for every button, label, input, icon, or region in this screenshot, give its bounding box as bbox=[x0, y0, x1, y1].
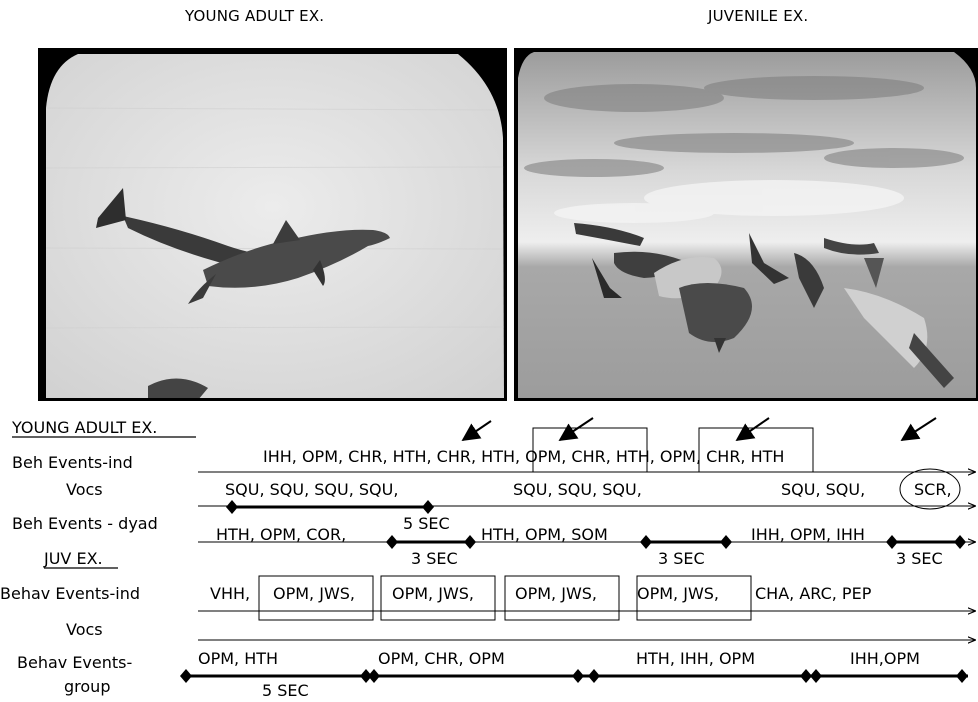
diamond-marker-icon bbox=[720, 535, 732, 549]
juv-ind-segment: OPM, JWS, bbox=[637, 584, 719, 603]
diamond-marker-icon bbox=[386, 535, 398, 549]
diamond-marker-icon bbox=[422, 500, 434, 514]
diamond-marker-icon bbox=[640, 535, 652, 549]
dolphin-group-photo bbox=[514, 48, 978, 401]
diamond-marker-icon bbox=[886, 535, 898, 549]
arrow-icon bbox=[737, 418, 769, 440]
row-label-juv-vocs: Vocs bbox=[66, 620, 103, 639]
juv-ind-segment: OPM, JWS, bbox=[273, 584, 355, 603]
dolphin-pair-photo bbox=[38, 48, 507, 401]
juvenile-title: JUVENILE EX. bbox=[708, 7, 808, 25]
diamond-marker-icon bbox=[572, 669, 584, 683]
group-segment: IHH,OPM bbox=[850, 649, 920, 668]
group-segment: HTH, IHH, OPM bbox=[636, 649, 755, 668]
diamond-marker-icon bbox=[368, 669, 380, 683]
diamond-marker-icon bbox=[180, 669, 192, 683]
group-segment: OPM, CHR, OPM bbox=[378, 649, 505, 668]
vocs-segment: SQU, SQU, SQU, bbox=[513, 480, 642, 499]
row-label-behav-ind: Behav Events-ind bbox=[0, 584, 140, 603]
vocs-segment: SQU, SQU, bbox=[781, 480, 865, 499]
diamond-marker-icon bbox=[956, 669, 968, 683]
beh-ind-events: IHH, OPM, CHR, HTH, CHR, HTH, OPM, CHR, … bbox=[263, 447, 784, 466]
diamond-marker-icon bbox=[810, 669, 822, 683]
arrow-icon bbox=[463, 421, 491, 440]
duration-label: 3 SEC bbox=[411, 549, 458, 568]
vocs-segment: SQU, SQU, SQU, SQU, bbox=[225, 480, 398, 499]
diamond-marker-icon bbox=[464, 535, 476, 549]
row-label-beh-ind: Beh Events-ind bbox=[12, 453, 133, 472]
dyad-segment: HTH, OPM, COR, bbox=[216, 525, 346, 544]
row-label-behav-group: Behav Events- bbox=[17, 653, 132, 672]
arrow-icon bbox=[560, 418, 593, 440]
juvenile-heading: JUV EX. bbox=[43, 549, 103, 568]
dyad-segment: IHH, OPM, IHH bbox=[751, 525, 865, 544]
arrow-icon bbox=[902, 418, 936, 440]
young-adult-heading: YOUNG ADULT EX. bbox=[11, 418, 157, 437]
juv-ind-segment: CHA, ARC, PEP bbox=[755, 584, 872, 603]
row-label-behav-group-cont: group bbox=[64, 677, 110, 696]
duration-label: 5 SEC bbox=[403, 514, 450, 533]
diamond-marker-icon bbox=[954, 535, 966, 549]
row-label-beh-dyad: Beh Events - dyad bbox=[12, 514, 158, 533]
group-segment: OPM, HTH bbox=[198, 649, 278, 668]
juv-ind-segment: VHH, bbox=[210, 584, 250, 603]
duration-label: 5 SEC bbox=[262, 681, 309, 700]
ethogram-timeline: YOUNG ADULT EX. Beh Events-ind Vocs Beh … bbox=[0, 400, 978, 702]
vocs-segment: SCR, bbox=[914, 480, 952, 499]
duration-label: 3 SEC bbox=[896, 549, 943, 568]
juv-ind-segment: OPM, JWS, bbox=[392, 584, 474, 603]
row-label-vocs: Vocs bbox=[66, 480, 103, 499]
juv-ind-segment: OPM, JWS, bbox=[515, 584, 597, 603]
diamond-marker-icon bbox=[226, 500, 238, 514]
dyad-segment: HTH, OPM, SOM bbox=[481, 525, 608, 544]
diamond-marker-icon bbox=[588, 669, 600, 683]
duration-label: 3 SEC bbox=[658, 549, 705, 568]
young-adult-title: YOUNG ADULT EX. bbox=[185, 7, 324, 25]
